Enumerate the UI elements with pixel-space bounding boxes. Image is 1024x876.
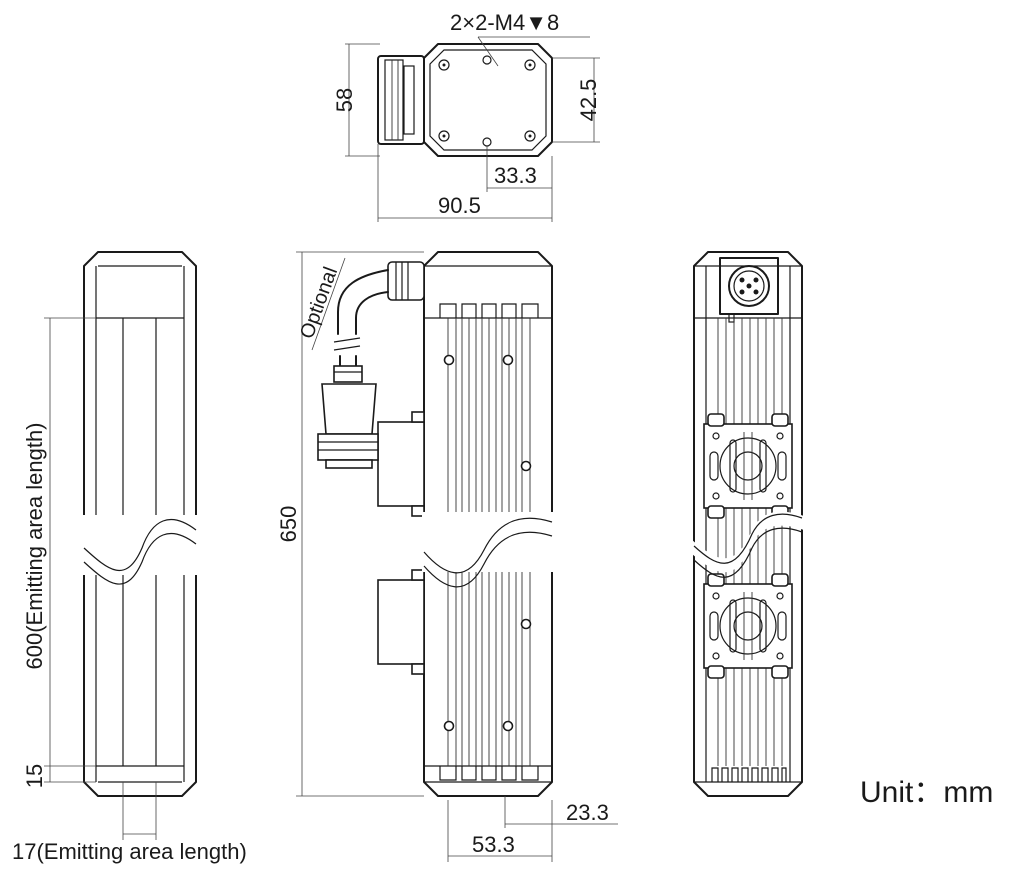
dim-emitting-width: 17(Emitting area length) [12, 839, 247, 864]
top-screw-holes [438, 55, 536, 147]
dim-top-height: 58 [332, 88, 357, 112]
optional-label: Optional [296, 264, 342, 342]
dim-top-half-width: 33.3 [494, 163, 537, 188]
dim-total-length: 650 [276, 506, 301, 543]
side-fan-modules [377, 411, 425, 675]
side-view [296, 251, 618, 862]
cable-connector [317, 261, 425, 469]
dim-emitting-length: 600(Emitting area length) [22, 422, 47, 669]
thread-spec-label: 2×2-M4▼8 [450, 10, 559, 35]
dim-side-width: 53.3 [472, 832, 515, 857]
dim-top-inner-height: 42.5 [576, 79, 601, 122]
unit-label: Unit：mm [860, 776, 993, 809]
back-view [692, 251, 804, 797]
side-screws [443, 354, 532, 732]
fan-icon-upper [703, 413, 793, 519]
front-view-emitting [44, 251, 198, 840]
dim-top-width: 90.5 [438, 193, 481, 218]
dim-side-offset: 23.3 [566, 800, 609, 825]
power-connector-icon [719, 257, 779, 323]
top-view [345, 36, 600, 222]
dim-end-offset: 15 [22, 764, 47, 788]
fan-icon-lower [703, 573, 793, 679]
